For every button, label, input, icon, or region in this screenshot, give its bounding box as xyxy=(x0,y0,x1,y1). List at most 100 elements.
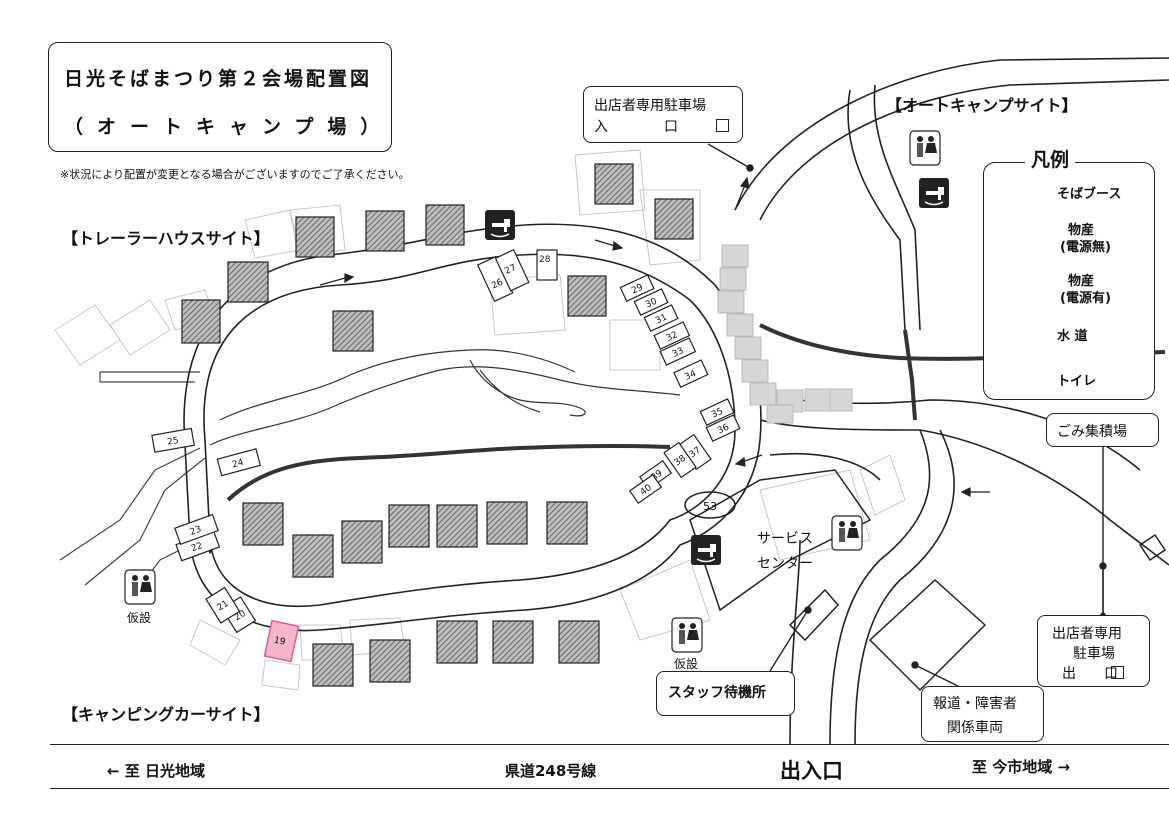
area-label-auto-camp: 【オートキャンプサイト】 xyxy=(886,96,1078,115)
powered-booth xyxy=(717,290,745,314)
soba-booth xyxy=(242,502,284,546)
area-label-trailer: 【トレーラーハウスサイト】 xyxy=(62,229,270,248)
lot-38 xyxy=(663,441,697,479)
legend-label-powered: 物産 xyxy=(1068,274,1095,289)
lot-24-label: 24 xyxy=(231,458,245,471)
waste-area-label: ごみ集積場 xyxy=(1057,424,1127,440)
area-label-camping-car: 【キャンピングカーサイト】 xyxy=(62,705,270,724)
temporary-toilet-label-left: 仮設 xyxy=(127,611,152,625)
road-border-bottom xyxy=(50,788,1169,789)
soba-booth xyxy=(292,534,334,578)
lot-34-label: 34 xyxy=(683,369,698,383)
staff-area-label: スタッフ待機所 xyxy=(668,685,766,701)
soba-booth xyxy=(567,275,607,317)
parking-exit-box xyxy=(1037,615,1150,687)
legend-box xyxy=(983,162,1155,400)
direction-nikko: ← 至 日光地域 xyxy=(107,762,206,780)
soba-booth xyxy=(492,620,534,664)
parking-entrance-line1: 出店者専用駐車場 xyxy=(594,98,706,114)
soba-booth xyxy=(486,501,528,545)
lot-33 xyxy=(659,337,697,366)
lot-30 xyxy=(633,288,669,316)
legend-sublabel-product: (電源無) xyxy=(1060,240,1111,255)
parking-exit-line2: 駐車場 xyxy=(1073,646,1115,662)
pond-outline xyxy=(209,349,681,446)
press-parking-box xyxy=(921,686,1044,742)
powered-booth xyxy=(804,388,832,412)
soba-booth xyxy=(181,299,221,344)
lot-27-label: 27 xyxy=(503,263,518,277)
soba-booth xyxy=(332,310,374,352)
lot-22-label: 22 xyxy=(190,541,204,554)
lot-30-label: 30 xyxy=(644,296,659,310)
legend-label-product: 物産 xyxy=(1068,223,1095,238)
powered-booth xyxy=(741,359,769,383)
soba-booth xyxy=(388,504,430,548)
lot-35 xyxy=(699,398,735,426)
legend-label-toilet: トイレ xyxy=(1057,374,1097,389)
powered-booth xyxy=(719,267,747,291)
lot-26-label: 26 xyxy=(490,277,505,291)
parking-entrance-box xyxy=(583,86,743,143)
lot-32-label: 32 xyxy=(665,330,680,344)
lot-27 xyxy=(494,248,530,292)
lot-29-label: 29 xyxy=(630,282,645,296)
entrance-label: 出入口 xyxy=(780,759,843,783)
left-trails xyxy=(59,371,206,601)
notice-text: ※状況により配置が変更となる場合がございますのでご了承ください。 xyxy=(60,168,410,181)
numbered-lots: 20 21 22 23 24 25 26 27 28 29 30 31 32 3… xyxy=(151,248,741,634)
entrance-square-icon xyxy=(716,119,729,132)
service-center-line1: サービス xyxy=(757,531,813,547)
page-subtitle: （オートキャンプ場） xyxy=(64,116,394,138)
press-parking-line1: 報道・障害者 xyxy=(933,696,1017,712)
lot-23 xyxy=(174,513,219,546)
river-north xyxy=(903,329,917,421)
page-title: 日光そばまつり第２会場配置図 xyxy=(64,68,373,90)
pointer-lines xyxy=(707,143,1107,687)
parking-entrance-line2: 入 口 xyxy=(594,119,678,135)
loop-road xyxy=(183,223,762,632)
lot-24 xyxy=(216,448,262,477)
powered-booth xyxy=(721,244,749,268)
soba-booth xyxy=(425,204,465,246)
lot-28-label: 28 xyxy=(539,255,551,265)
east-roads xyxy=(734,57,1169,745)
direction-imaichi: 至 今市地域 → xyxy=(972,758,1071,776)
soba-booth xyxy=(365,210,405,252)
staff-area-box xyxy=(656,671,795,716)
road-border-top xyxy=(50,744,1169,745)
toilet-icons xyxy=(124,130,941,653)
powered-booth xyxy=(829,388,853,412)
lot-25-label: 25 xyxy=(167,436,180,448)
powered-booth xyxy=(766,404,794,424)
road-name: 県道248号線 xyxy=(505,762,597,780)
soba-booth xyxy=(436,504,478,548)
parking-exit-line1: 出店者専用 xyxy=(1052,626,1122,642)
soba-booth xyxy=(369,639,411,683)
lot-21 xyxy=(205,586,241,624)
lot-36-label: 36 xyxy=(716,422,731,436)
lot-36 xyxy=(705,414,741,442)
lot-35-label: 35 xyxy=(710,407,725,421)
legend-sublabel-powered: (電源有) xyxy=(1060,291,1111,306)
lot-25 xyxy=(151,427,195,453)
lot-32 xyxy=(653,321,691,350)
powered-booth xyxy=(749,382,777,406)
legend-title: 凡例 xyxy=(1025,145,1076,172)
title-box xyxy=(48,42,392,152)
lot-40 xyxy=(628,474,663,505)
soba-booth xyxy=(558,620,600,664)
lot-23-label: 23 xyxy=(189,525,203,538)
soba-booths xyxy=(181,163,694,687)
soba-booth xyxy=(295,216,335,258)
parking-exit-line3: 出 口 xyxy=(1062,666,1118,682)
lot-29 xyxy=(619,274,655,302)
lot-53-label: 53 xyxy=(703,500,717,513)
powered-booth xyxy=(734,336,762,360)
powered-booths xyxy=(717,244,853,424)
soba-booth xyxy=(341,520,383,564)
river xyxy=(226,443,671,502)
lot-28 xyxy=(536,249,558,281)
press-parking-line2: 関係車両 xyxy=(947,720,1003,736)
